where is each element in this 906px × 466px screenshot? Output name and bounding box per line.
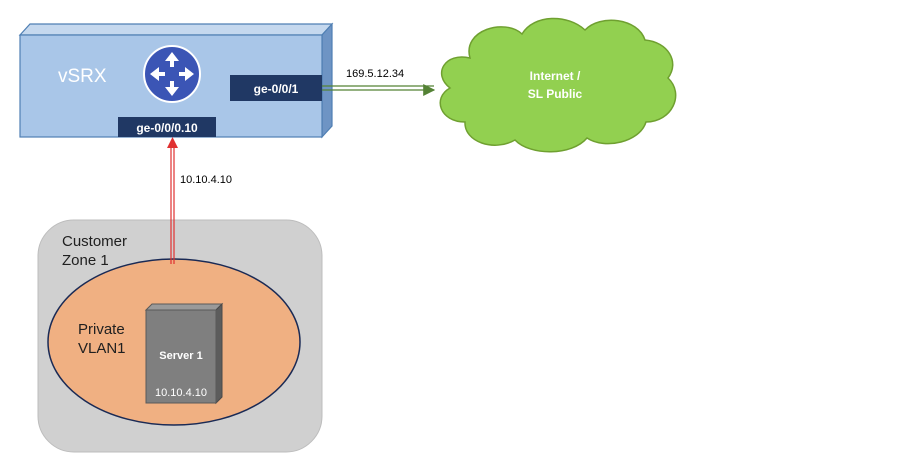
server-ip: 10.10.4.10 — [155, 387, 207, 399]
iface-external-box — [230, 75, 322, 101]
internet-cloud — [439, 17, 677, 153]
zone-label-line1: Customer — [62, 233, 127, 250]
internet-label-line1: Internet / — [530, 69, 581, 83]
public-link — [322, 84, 436, 96]
zone-label-line2: Zone 1 — [62, 252, 109, 269]
vlan-label-line2: VLAN1 — [78, 340, 126, 357]
public-ip-label: 169.5.12.34 — [346, 68, 404, 80]
iface-external-label: ge-0/0/1 — [254, 82, 299, 96]
internet-label-line2: SL Public — [528, 87, 583, 101]
private-link — [167, 137, 178, 264]
iface-internal-label: ge-0/0/0.10 — [136, 121, 198, 135]
vsrx-label: vSRX — [58, 66, 107, 87]
router-icon — [143, 45, 201, 103]
server-icon — [144, 302, 224, 405]
iface-internal-box — [118, 117, 216, 137]
server-name: Server 1 — [159, 350, 202, 362]
vlan-label-line1: Private — [78, 321, 125, 338]
private-ip-label: 10.10.4.10 — [180, 174, 232, 186]
